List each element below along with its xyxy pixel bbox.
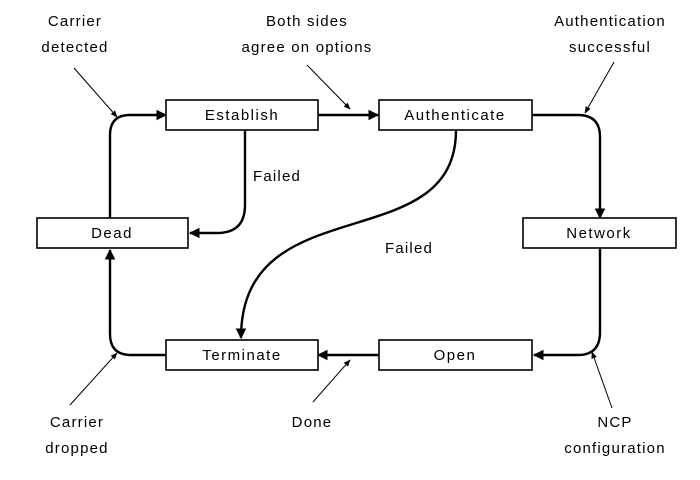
- state-terminate: Terminate: [165, 339, 319, 371]
- note-carrier-dropped-line1: Carrier: [50, 414, 104, 431]
- note-failed-establish: Failed: [253, 168, 301, 185]
- pointer-auth-successful: [584, 61, 615, 114]
- flow-authenticate-to-network: [532, 113, 606, 220]
- note-carrier-detected-line2: detected: [41, 39, 108, 56]
- state-dead: Dead: [36, 217, 189, 249]
- note-ncp-configuration-line2: configuration: [564, 440, 666, 457]
- note-auth-successful-line1: Authentication: [554, 13, 666, 30]
- state-terminate-label: Terminate: [202, 347, 281, 364]
- note-done: Done: [292, 414, 333, 431]
- note-carrier-dropped-line2: dropped: [45, 440, 108, 457]
- pointer-done: [312, 359, 351, 403]
- pointer-carrier-dropped: [69, 352, 118, 406]
- state-establish: Establish: [165, 99, 319, 131]
- flow-network-to-open: [532, 248, 602, 361]
- note-carrier-detected-line1: Carrier: [48, 13, 102, 30]
- flow-dead-to-establish: [108, 109, 168, 220]
- flow-authenticate-failed-to-terminate: [235, 129, 458, 340]
- note-both-sides-line2: agree on options: [242, 39, 373, 56]
- state-network: Network: [522, 217, 677, 249]
- state-establish-label: Establish: [205, 107, 279, 124]
- pointer-carrier-detected: [73, 67, 118, 118]
- flow-establish-failed-to-dead: [188, 130, 247, 239]
- note-both-sides-line1: Both sides: [266, 13, 348, 30]
- state-authenticate: Authenticate: [378, 99, 533, 131]
- note-auth-successful-line2: successful: [569, 39, 651, 56]
- state-dead-label: Dead: [91, 225, 133, 242]
- flow-terminate-to-dead: [104, 248, 166, 357]
- note-ncp-configuration-line1: NCP: [597, 414, 632, 431]
- pointer-both-sides: [306, 64, 351, 110]
- state-open-label: Open: [434, 347, 477, 364]
- state-authenticate-label: Authenticate: [404, 107, 505, 124]
- state-open: Open: [378, 339, 533, 371]
- state-network-label: Network: [566, 225, 632, 242]
- note-failed-authenticate: Failed: [385, 240, 433, 257]
- pointer-ncp-configuration: [591, 351, 613, 409]
